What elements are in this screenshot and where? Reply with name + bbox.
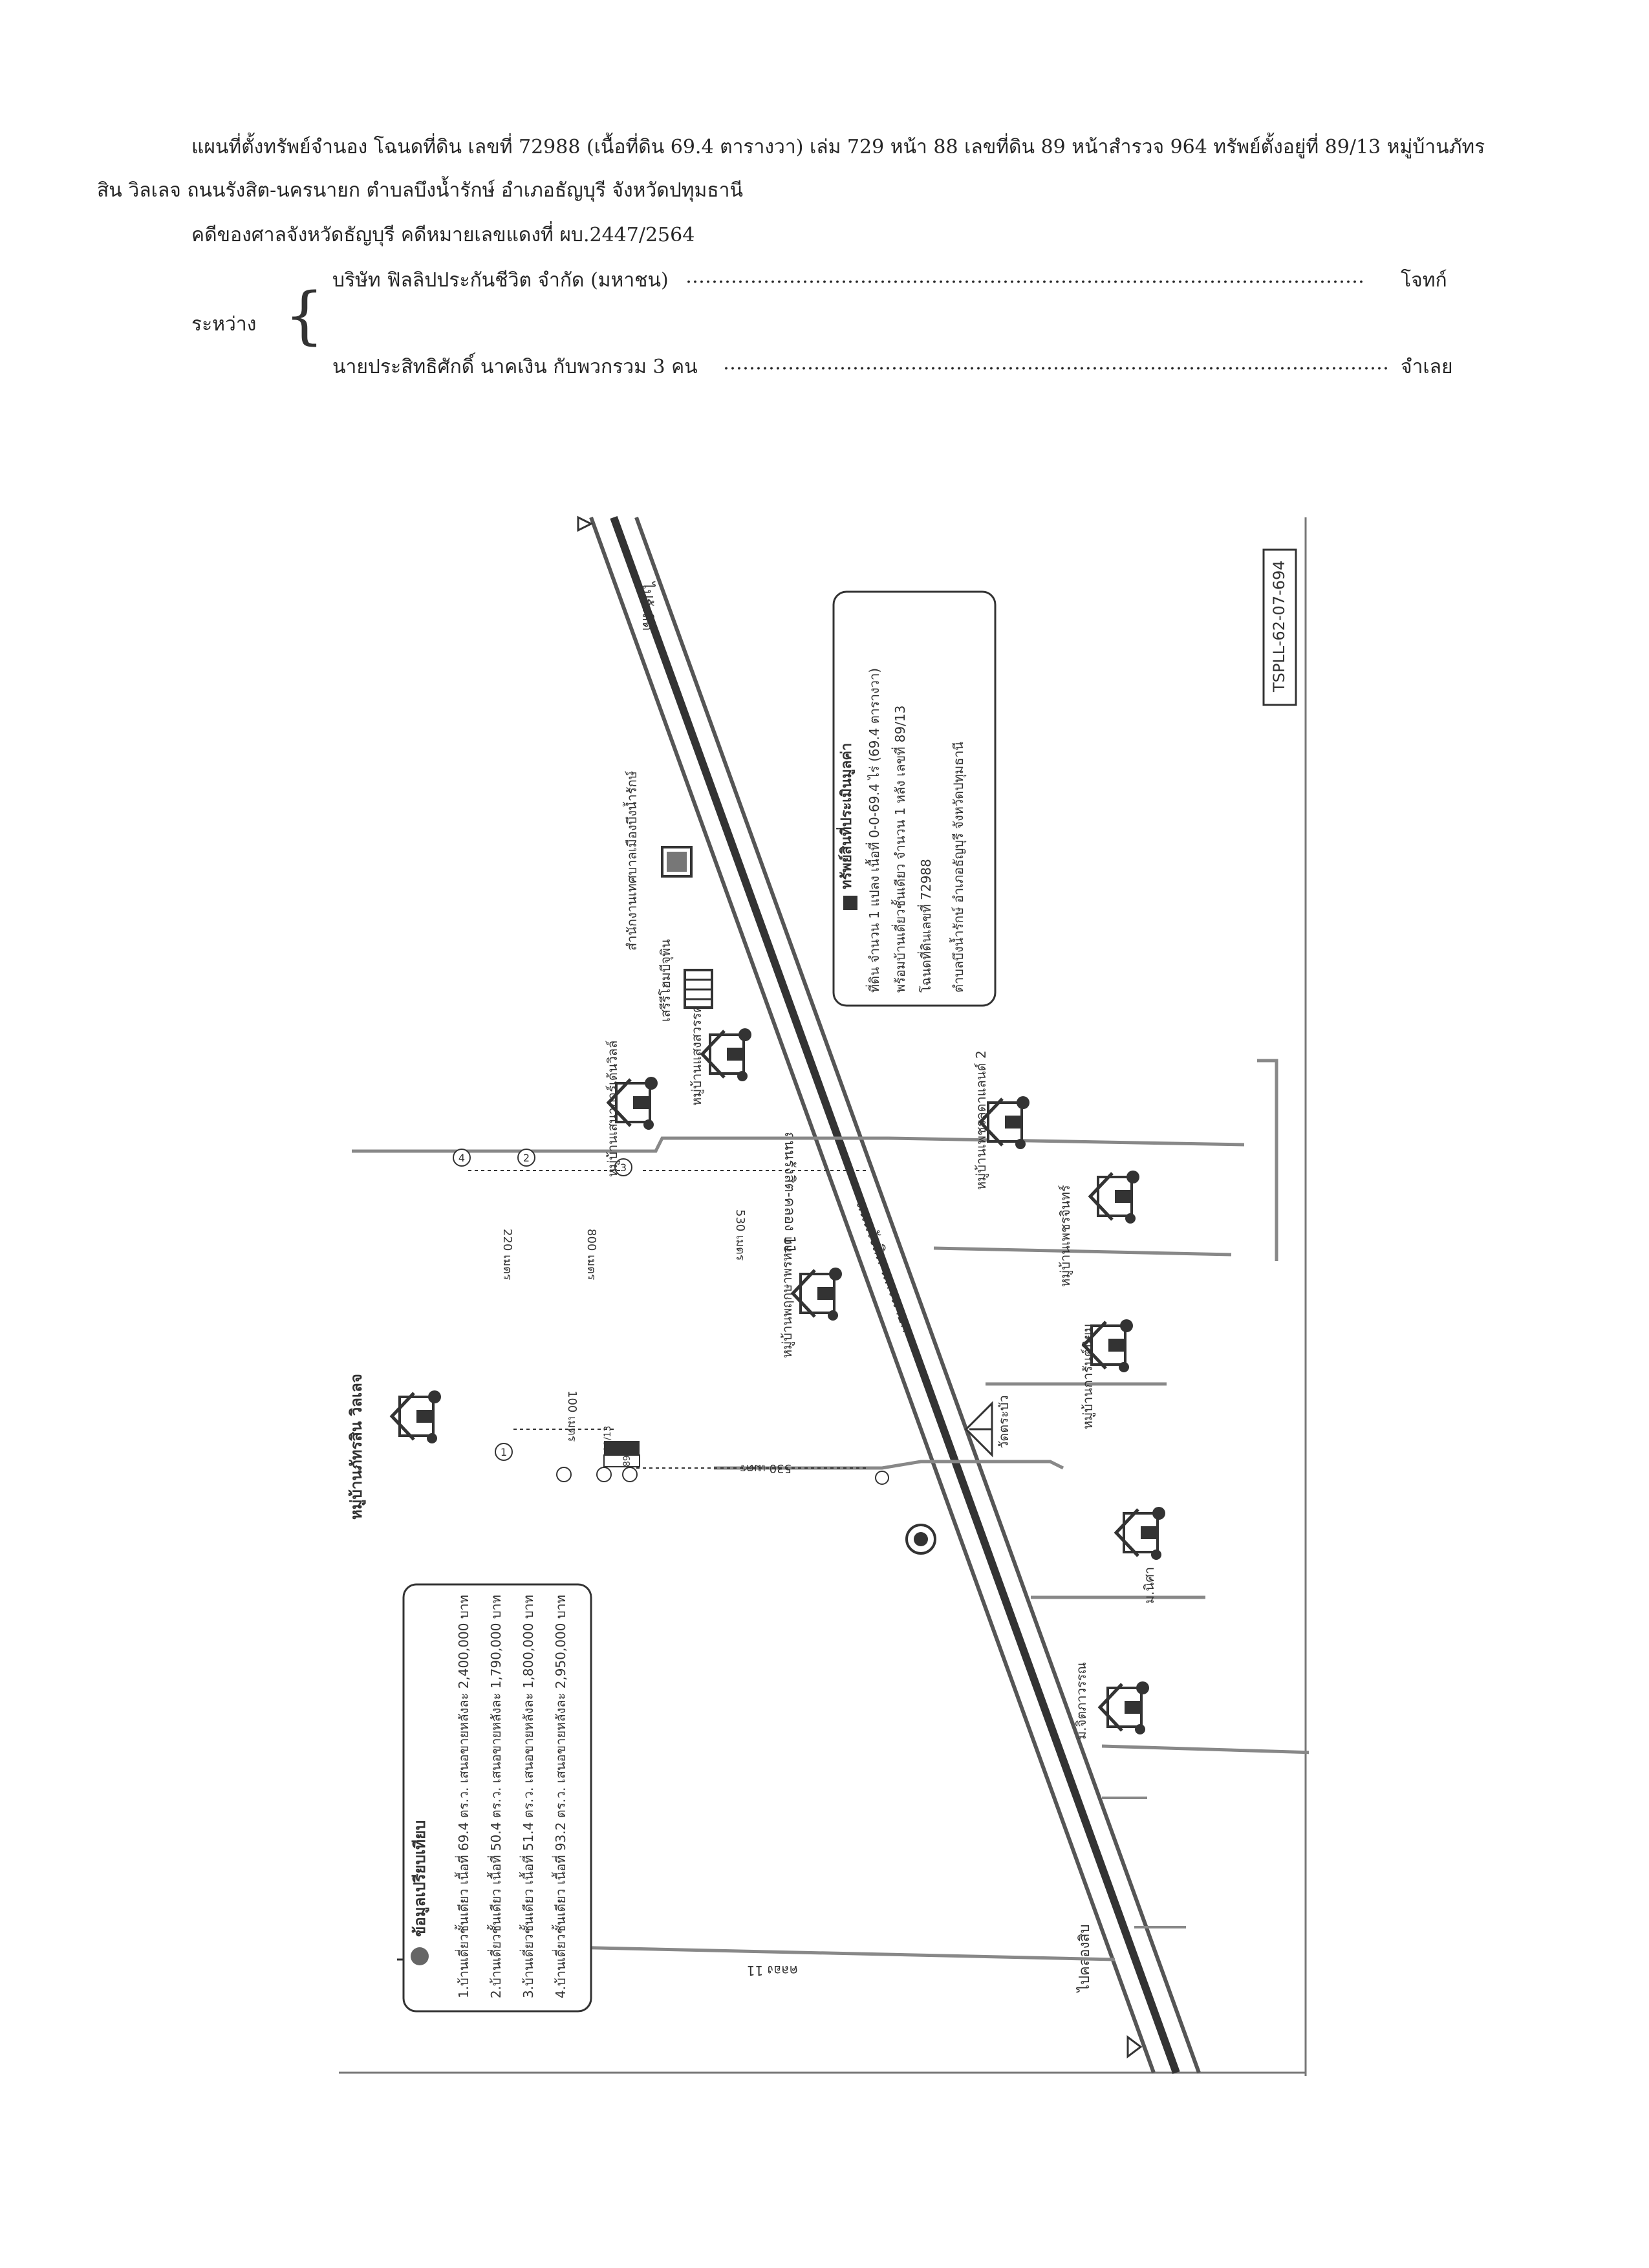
marker-4-label: 4 [458, 1152, 465, 1164]
soi-label: ถนนรังสิต-คลอง 11 [781, 1132, 797, 1254]
distance-220: 220 เมตร [501, 1229, 514, 1280]
defendant-role: จำเลย [1401, 356, 1453, 378]
property-line-4: ตำบลบึงน้ำรักษ์ อำเภอธัญบุรี จังหวัดปทุม… [949, 741, 967, 993]
comparison-box [402, 1583, 592, 2013]
landmark-preuksa: หมู่บ้านพฤกษาพรหลด [779, 1237, 795, 1358]
marker-3 [614, 1158, 632, 1176]
landmark-seri: เสรีรีโฮมบีจุพิน [658, 939, 674, 1022]
landmark-sena: หมู่บ้านเสนาการ์เด้นวิลล์ [605, 1041, 621, 1177]
preuksa-house-icon [793, 1268, 842, 1321]
landmark-saengsawan: หมู่บ้านแสงสวรรค์ [689, 1004, 705, 1106]
between-label: ระหว่าง [191, 313, 257, 336]
plaintiff-leader: …………………………………………………………………………………………… [685, 265, 1364, 288]
temple-icon [964, 1401, 993, 1458]
nisa-house-icon [1116, 1507, 1165, 1560]
comparison-item-2: 2.บ้านเดี่ยวชั้นเดียว เนื้อที่ 50.4 ตร.ว… [487, 1595, 504, 1998]
landmark-m-chit: ม.จิตภาวรรณ [1073, 1662, 1089, 1740]
gas-station-icon [905, 1524, 936, 1555]
north-arrow-icon [577, 515, 594, 532]
road-top-label: ไปรังสิต [639, 581, 656, 631]
comparison-legend-dot [411, 1947, 429, 1965]
map-code-box [1262, 548, 1297, 706]
comparison-item-4: 4.บ้านเดี่ยวชั้นเดียว เนื้อที่ 93.2 ตร.ว… [552, 1595, 568, 1998]
case-number: คดีของศาลจังหวัดธัญบุรี คดีหมายเลขแดงที่… [191, 224, 695, 246]
seri-building-icon [684, 969, 713, 1009]
defendant-name: นายประสิทธิศักดิ์ นาคเงิน กับพวกรวม 3 คน [332, 356, 698, 378]
side-roads [352, 1059, 1309, 1961]
defendant-leader: …………………………………………………………………………………………… [723, 352, 1389, 374]
subject-property [604, 1441, 640, 1455]
marker-3-label: 3 [620, 1161, 627, 1174]
distance-800: 800 เมตร [585, 1229, 598, 1280]
landmark-kanda: หมู่บ้านการันต์นิยม [1080, 1324, 1096, 1429]
landmark-municipal: สำนักงานเทศบาลเมืองบึงน้ำรักษ์ [623, 771, 640, 951]
municipal-building-icon [661, 846, 693, 878]
house-number-b: 89/11 [622, 1441, 632, 1467]
landmark-pattarasin: หมู่บ้านภัทรสิน วิลเลจ [347, 1374, 366, 1520]
property-box-title: ทรัพย์สินที่ประเมินมูลค่า [835, 743, 856, 889]
brace-symbol: { [285, 279, 325, 352]
landmark-m-nisa: ม.นิศา [1141, 1567, 1157, 1604]
property-line-1: ที่ดิน จำนวน 1 แปลง เนื้อที่ 0-0-69.4 ไร… [865, 668, 882, 993]
distance-530a: 530 เมตร [733, 1209, 747, 1261]
location-map: ไปรังสิต ไปคลองสิบ ถนนรังสิต-นครนายก ถนน… [339, 511, 1309, 2076]
landmark-lansing2: หมู่บ้านเพชรลดาแลนด์ 2 [973, 1050, 989, 1190]
petcharin-house-icon [1090, 1171, 1139, 1224]
marker-2-label: 2 [523, 1152, 530, 1164]
pattarasin-house-icon [392, 1390, 441, 1443]
marker-1-label: 1 [501, 1446, 507, 1458]
comparison-item-3: 3.บ้านเดี่ยวชั้นเดียว เนื้อที่ 51.4 ตร.ว… [519, 1595, 536, 1998]
property-line-2: พร้อมบ้านเดี่ยวชั้นเดียว จำนวน 1 หลัง เล… [891, 706, 908, 993]
house-number-a: 89/13 [603, 1426, 613, 1452]
comparison-title: ข้อมูลเปรียบเทียบ [411, 1820, 429, 1937]
main-road [589, 515, 1201, 2075]
title-line-2: สิน วิลเลจ ถนนรังสิต-นครนายก ตำบลบึงน้ำร… [97, 179, 743, 202]
distance-100: 100 เมตร [565, 1390, 579, 1442]
neighbor-property [603, 1454, 640, 1467]
canal-label: คลอง 11 [747, 1963, 798, 1978]
marker-4 [453, 1149, 471, 1167]
distance-530b: 530 เมตร [740, 1462, 792, 1475]
chit-house-icon [1100, 1681, 1149, 1734]
south-arrow-icon [1126, 2035, 1143, 2058]
landmark-wat: วัดตระบัว [996, 1395, 1011, 1449]
map-code-label: TSPLL-62-07-694 [1270, 560, 1288, 693]
plaintiff-name: บริษัท ฟิลลิปประกันชีวิต จำกัด (มหาชน) [332, 269, 669, 292]
property-legend-swatch [843, 896, 857, 910]
landmark-petcharin: หมู่บ้านเพชรจินทร์ [1057, 1185, 1073, 1287]
comparison-item-1: 1.บ้านเดี่ยวชั้นเดียว เนื้อที่ 69.4 ตร.ว… [455, 1595, 471, 1998]
property-line-3: โฉนดที่ดินเลขที่ 72988 [917, 859, 934, 993]
marker-1 [495, 1443, 513, 1461]
saengsawan-house-icon [702, 1028, 751, 1081]
property-box [832, 590, 997, 1007]
title-line-1: แผนที่ตั้งทรัพย์จำนอง โฉนดที่ดิน เลขที่ … [191, 136, 1485, 158]
marker-2 [517, 1149, 535, 1167]
plaintiff-role: โจทก์ [1401, 269, 1447, 292]
